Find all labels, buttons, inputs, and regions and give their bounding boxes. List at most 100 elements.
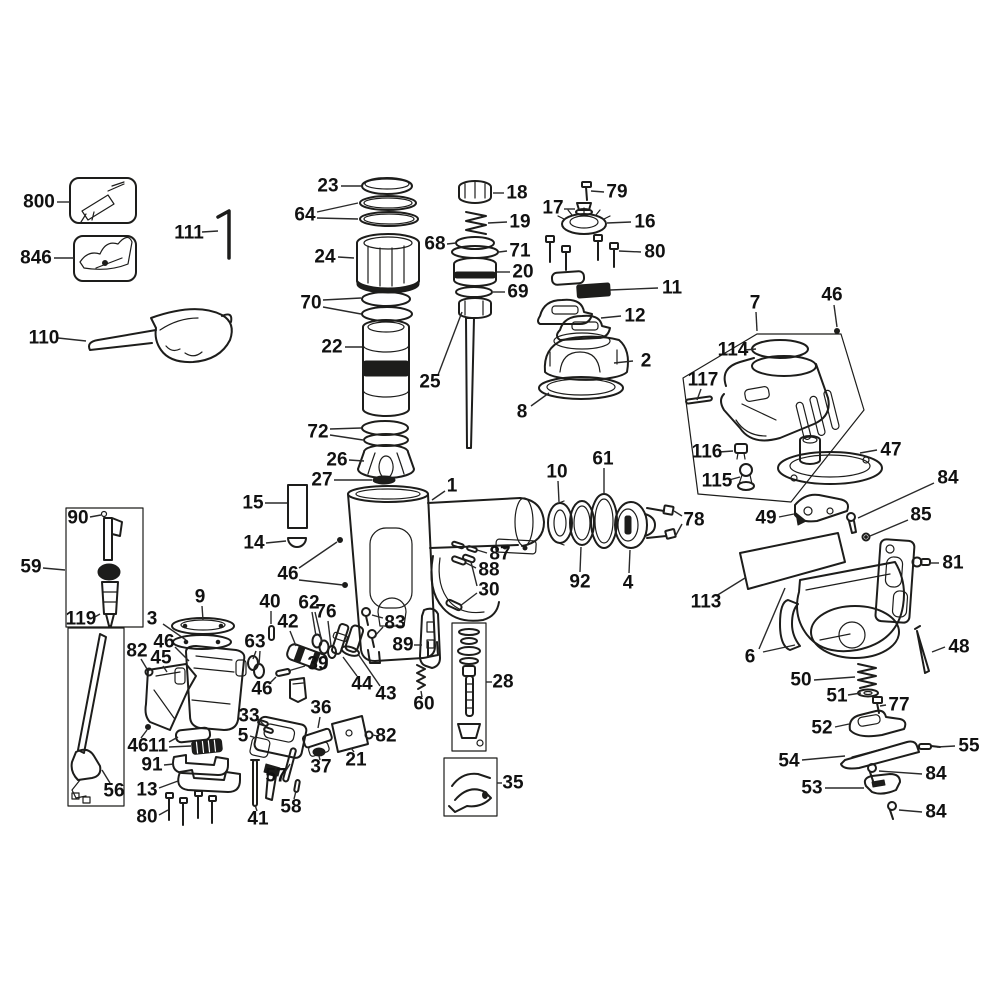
pin-85	[861, 532, 871, 542]
part-label-62: 62	[298, 593, 319, 614]
part-label-47: 47	[880, 440, 901, 461]
part-label-46: 46	[251, 679, 272, 700]
guide-38	[289, 677, 307, 703]
leader-line-88	[465, 562, 477, 569]
leader-line-115	[728, 476, 741, 481]
clip-14	[287, 537, 307, 548]
part-label-82: 82	[126, 641, 147, 662]
door-latch-53	[863, 773, 901, 795]
manual-box-icon	[73, 235, 137, 282]
part-label-55: 55	[958, 736, 980, 757]
part-label-9: 9	[195, 587, 206, 608]
part-label-50: 50	[790, 670, 811, 691]
leader-line-2	[613, 360, 634, 364]
part-label-16: 16	[634, 212, 655, 233]
leader-line-62	[314, 611, 323, 643]
leader-line-37	[318, 755, 321, 761]
leader-line-70	[322, 297, 362, 301]
leader-line-46	[268, 676, 277, 685]
leader-line-33	[257, 718, 265, 726]
o-ring-92	[569, 500, 595, 546]
leader-line-21	[350, 747, 355, 753]
leader-line-11	[168, 745, 192, 748]
part-label-45: 45	[150, 648, 172, 669]
leader-line-111	[201, 230, 219, 233]
pin-39	[275, 668, 292, 677]
pin-40	[268, 625, 275, 641]
screw-84-upper	[846, 512, 857, 534]
leader-line-57	[284, 763, 291, 773]
part-label-17: 17	[542, 198, 563, 219]
leader-line-68	[446, 242, 457, 245]
part-label-46: 46	[821, 285, 842, 306]
o-rings-72	[361, 420, 409, 447]
part-label-117: 117	[688, 370, 719, 391]
part-label-48: 48	[948, 637, 969, 658]
screw-79	[581, 181, 592, 201]
valve-stem-42	[286, 643, 328, 671]
part-label-111: 111	[174, 223, 204, 244]
leader-line-41	[254, 804, 258, 812]
bracket-91	[172, 754, 229, 776]
leader-line-46	[298, 579, 344, 586]
part-label-49: 49	[755, 508, 776, 529]
leader-line-87	[476, 549, 488, 554]
part-label-19: 19	[509, 212, 530, 233]
leader-line-16	[606, 221, 632, 224]
leader-line-25	[437, 311, 463, 376]
leader-line-24	[337, 256, 355, 259]
part-label-69: 69	[507, 282, 528, 303]
spring-19	[465, 211, 487, 235]
leader-line-48	[931, 646, 946, 653]
part-label-23: 23	[317, 176, 338, 197]
cylinder-22	[362, 319, 410, 417]
leader-line-11	[168, 736, 179, 743]
leader-line-110	[57, 337, 87, 342]
part-label-39: 39	[307, 654, 328, 675]
part-label-84: 84	[937, 468, 959, 489]
part-label-113: 113	[691, 592, 722, 613]
plate-21	[331, 715, 369, 753]
leader-line-36	[317, 716, 321, 729]
detail-box-7	[682, 328, 865, 503]
part-label-88: 88	[478, 560, 499, 581]
trip-foot	[263, 763, 281, 777]
label-plate-113	[739, 532, 846, 590]
leader-line-52	[834, 723, 850, 728]
strip-15	[287, 484, 308, 529]
part-label-82: 82	[375, 726, 396, 747]
leader-line-43	[357, 653, 381, 687]
part-label-846: 846	[20, 248, 52, 269]
leader-line-46	[298, 541, 338, 569]
part-label-85: 85	[910, 505, 932, 526]
part-label-78: 78	[683, 510, 704, 531]
main-body-1	[337, 485, 545, 664]
part-label-25: 25	[419, 372, 441, 393]
part-label-35: 35	[502, 773, 524, 794]
pins-87	[451, 540, 478, 553]
leader-line-3	[162, 623, 187, 641]
part-label-72: 72	[307, 422, 328, 443]
leader-line-82	[140, 658, 148, 670]
bumper-26	[357, 444, 415, 479]
part-label-26: 26	[326, 450, 347, 471]
coil-11-bottom	[174, 726, 223, 755]
retainer-10	[547, 500, 573, 546]
part-label-116: 116	[692, 442, 723, 463]
leader-line-4	[628, 549, 631, 574]
bolts-78	[646, 504, 677, 540]
part-label-80: 80	[136, 807, 157, 828]
part-label-52: 52	[811, 718, 832, 739]
valve-115	[737, 463, 755, 491]
part-label-87: 87	[489, 544, 510, 565]
part-label-53: 53	[801, 778, 822, 799]
part-label-14: 14	[243, 533, 265, 554]
leader-line-9	[201, 605, 204, 621]
rings-63	[247, 655, 265, 679]
part-label-89: 89	[392, 635, 413, 656]
leader-line-59	[42, 567, 66, 571]
part-label-84: 84	[925, 764, 947, 785]
part-label-20: 20	[512, 262, 533, 283]
